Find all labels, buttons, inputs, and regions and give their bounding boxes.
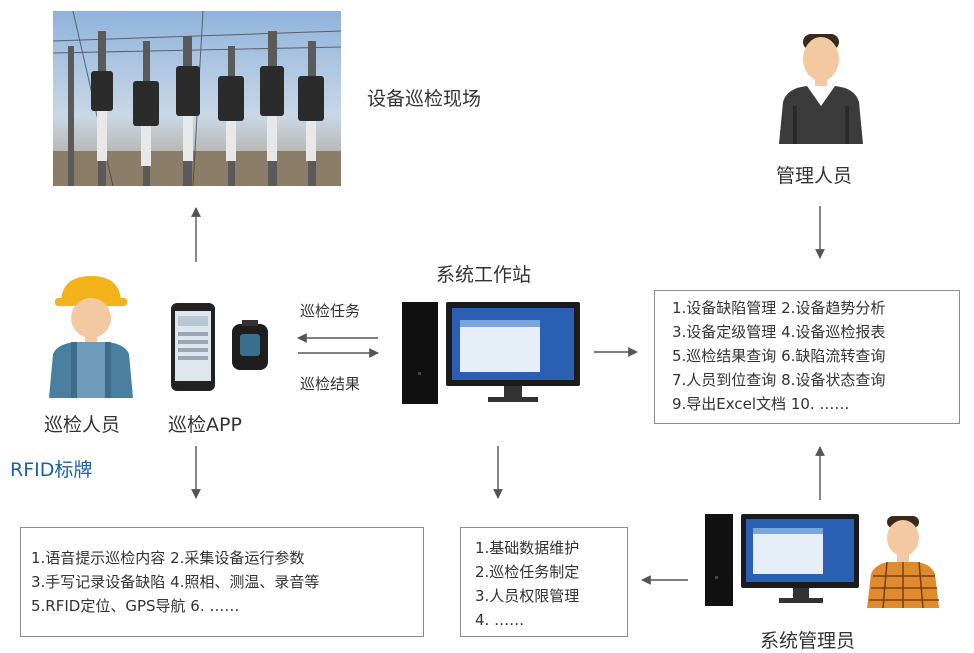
result-label: 巡检结果 bbox=[300, 375, 361, 393]
sysadmin-avatar-icon bbox=[863, 512, 943, 609]
phone-device-icon bbox=[170, 302, 216, 392]
admin-functions-item: 2.巡检任务制定 bbox=[475, 563, 580, 581]
admin-functions-item: 3.人员权限管理 bbox=[475, 587, 580, 605]
workstation-computer-icon bbox=[400, 300, 582, 408]
site-label: 设备巡检现场 bbox=[367, 88, 482, 110]
sysadmin-label: 系统管理员 bbox=[760, 630, 856, 652]
app-functions-item: 3.手写记录设备缺陷 4.照相、测温、录音等 bbox=[31, 573, 320, 591]
substation-photo bbox=[53, 11, 341, 186]
admin-computer-icon bbox=[703, 512, 863, 608]
manager-label: 管理人员 bbox=[776, 165, 853, 187]
functions-box: 1.设备缺陷管理 2.设备趋势分析 3.设备定级管理 4.设备巡检报表 5.巡检… bbox=[654, 290, 960, 424]
functions-item: 5.巡检结果查询 6.缺陷流转查询 bbox=[672, 347, 886, 365]
admin-functions-box: 1.基础数据维护 2.巡检任务制定 3.人员权限管理 4. …… bbox=[460, 527, 628, 637]
workstation-label: 系统工作站 bbox=[436, 264, 532, 286]
app-label: 巡检APP bbox=[168, 414, 242, 436]
functions-item: 7.人员到位查询 8.设备状态查询 bbox=[672, 371, 886, 389]
inspector-avatar-icon bbox=[47, 270, 135, 398]
admin-functions-item: 1.基础数据维护 bbox=[475, 539, 580, 557]
functions-item: 3.设备定级管理 4.设备巡检报表 bbox=[672, 323, 886, 341]
app-functions-box: 1.语音提示巡检内容 2.采集设备运行参数 3.手写记录设备缺陷 4.照相、测温… bbox=[20, 527, 424, 637]
app-functions-item: 5.RFID定位、GPS导航 6. …… bbox=[31, 597, 240, 615]
handheld-scanner-icon bbox=[230, 318, 270, 374]
app-functions-item: 1.语音提示巡检内容 2.采集设备运行参数 bbox=[31, 549, 305, 567]
functions-item: 9.导出Excel文档 10. …… bbox=[672, 395, 850, 413]
inspector-label: 巡检人员 bbox=[44, 414, 121, 436]
rfid-label: RFID标牌 bbox=[10, 459, 93, 481]
admin-functions-item: 4. …… bbox=[475, 611, 525, 629]
task-label: 巡检任务 bbox=[300, 302, 361, 320]
functions-item: 1.设备缺陷管理 2.设备趋势分析 bbox=[672, 299, 886, 317]
manager-avatar-icon bbox=[773, 14, 869, 144]
